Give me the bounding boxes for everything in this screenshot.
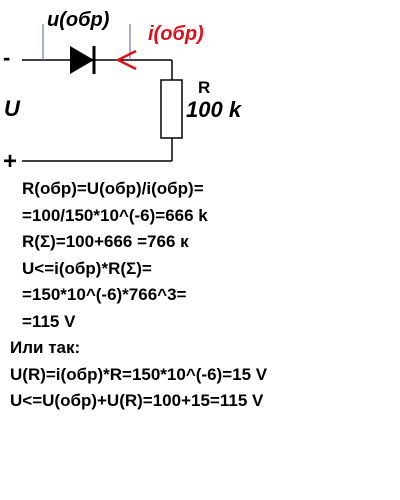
plus-terminal-label: +: [3, 148, 18, 175]
circuit-diagram: [22, 24, 183, 162]
calc-line: R(Σ)=100+666 =766 к: [22, 232, 189, 251]
current-arrow: [115, 49, 137, 71]
diode-voltage-label: u(обр): [47, 9, 110, 31]
resistor: [160, 79, 183, 139]
reverse-current-label: i(обр): [148, 23, 204, 45]
resistor-label: R: [198, 78, 211, 97]
minus-terminal-label: -: [3, 45, 11, 70]
diode-symbol: [70, 46, 94, 74]
source-voltage-label: U: [4, 96, 20, 121]
calc-line: Или так:: [10, 338, 81, 357]
calc-line: U<=i(обр)*R(Σ)=: [22, 258, 152, 278]
calc-line: R(обр)=U(обр)/i(обр)=: [22, 179, 204, 198]
calc-line: U(R)=i(обр)*R=150*10^(-6)=15 V: [10, 364, 268, 384]
calc-line: =100/150*10^(-6)=666 k: [22, 205, 208, 225]
calc-line: =150*10^(-6)*766^3=: [22, 285, 187, 304]
calculation-block: R(обр)=U(обр)/i(обр)= =100/150*10^(-6)=6…: [10, 176, 395, 415]
resistor-value-label: 100 k: [186, 97, 242, 122]
calc-line: =115 V: [22, 311, 76, 331]
calc-line: U<=U(обр)+U(R)=100+15=115 V: [10, 391, 264, 410]
